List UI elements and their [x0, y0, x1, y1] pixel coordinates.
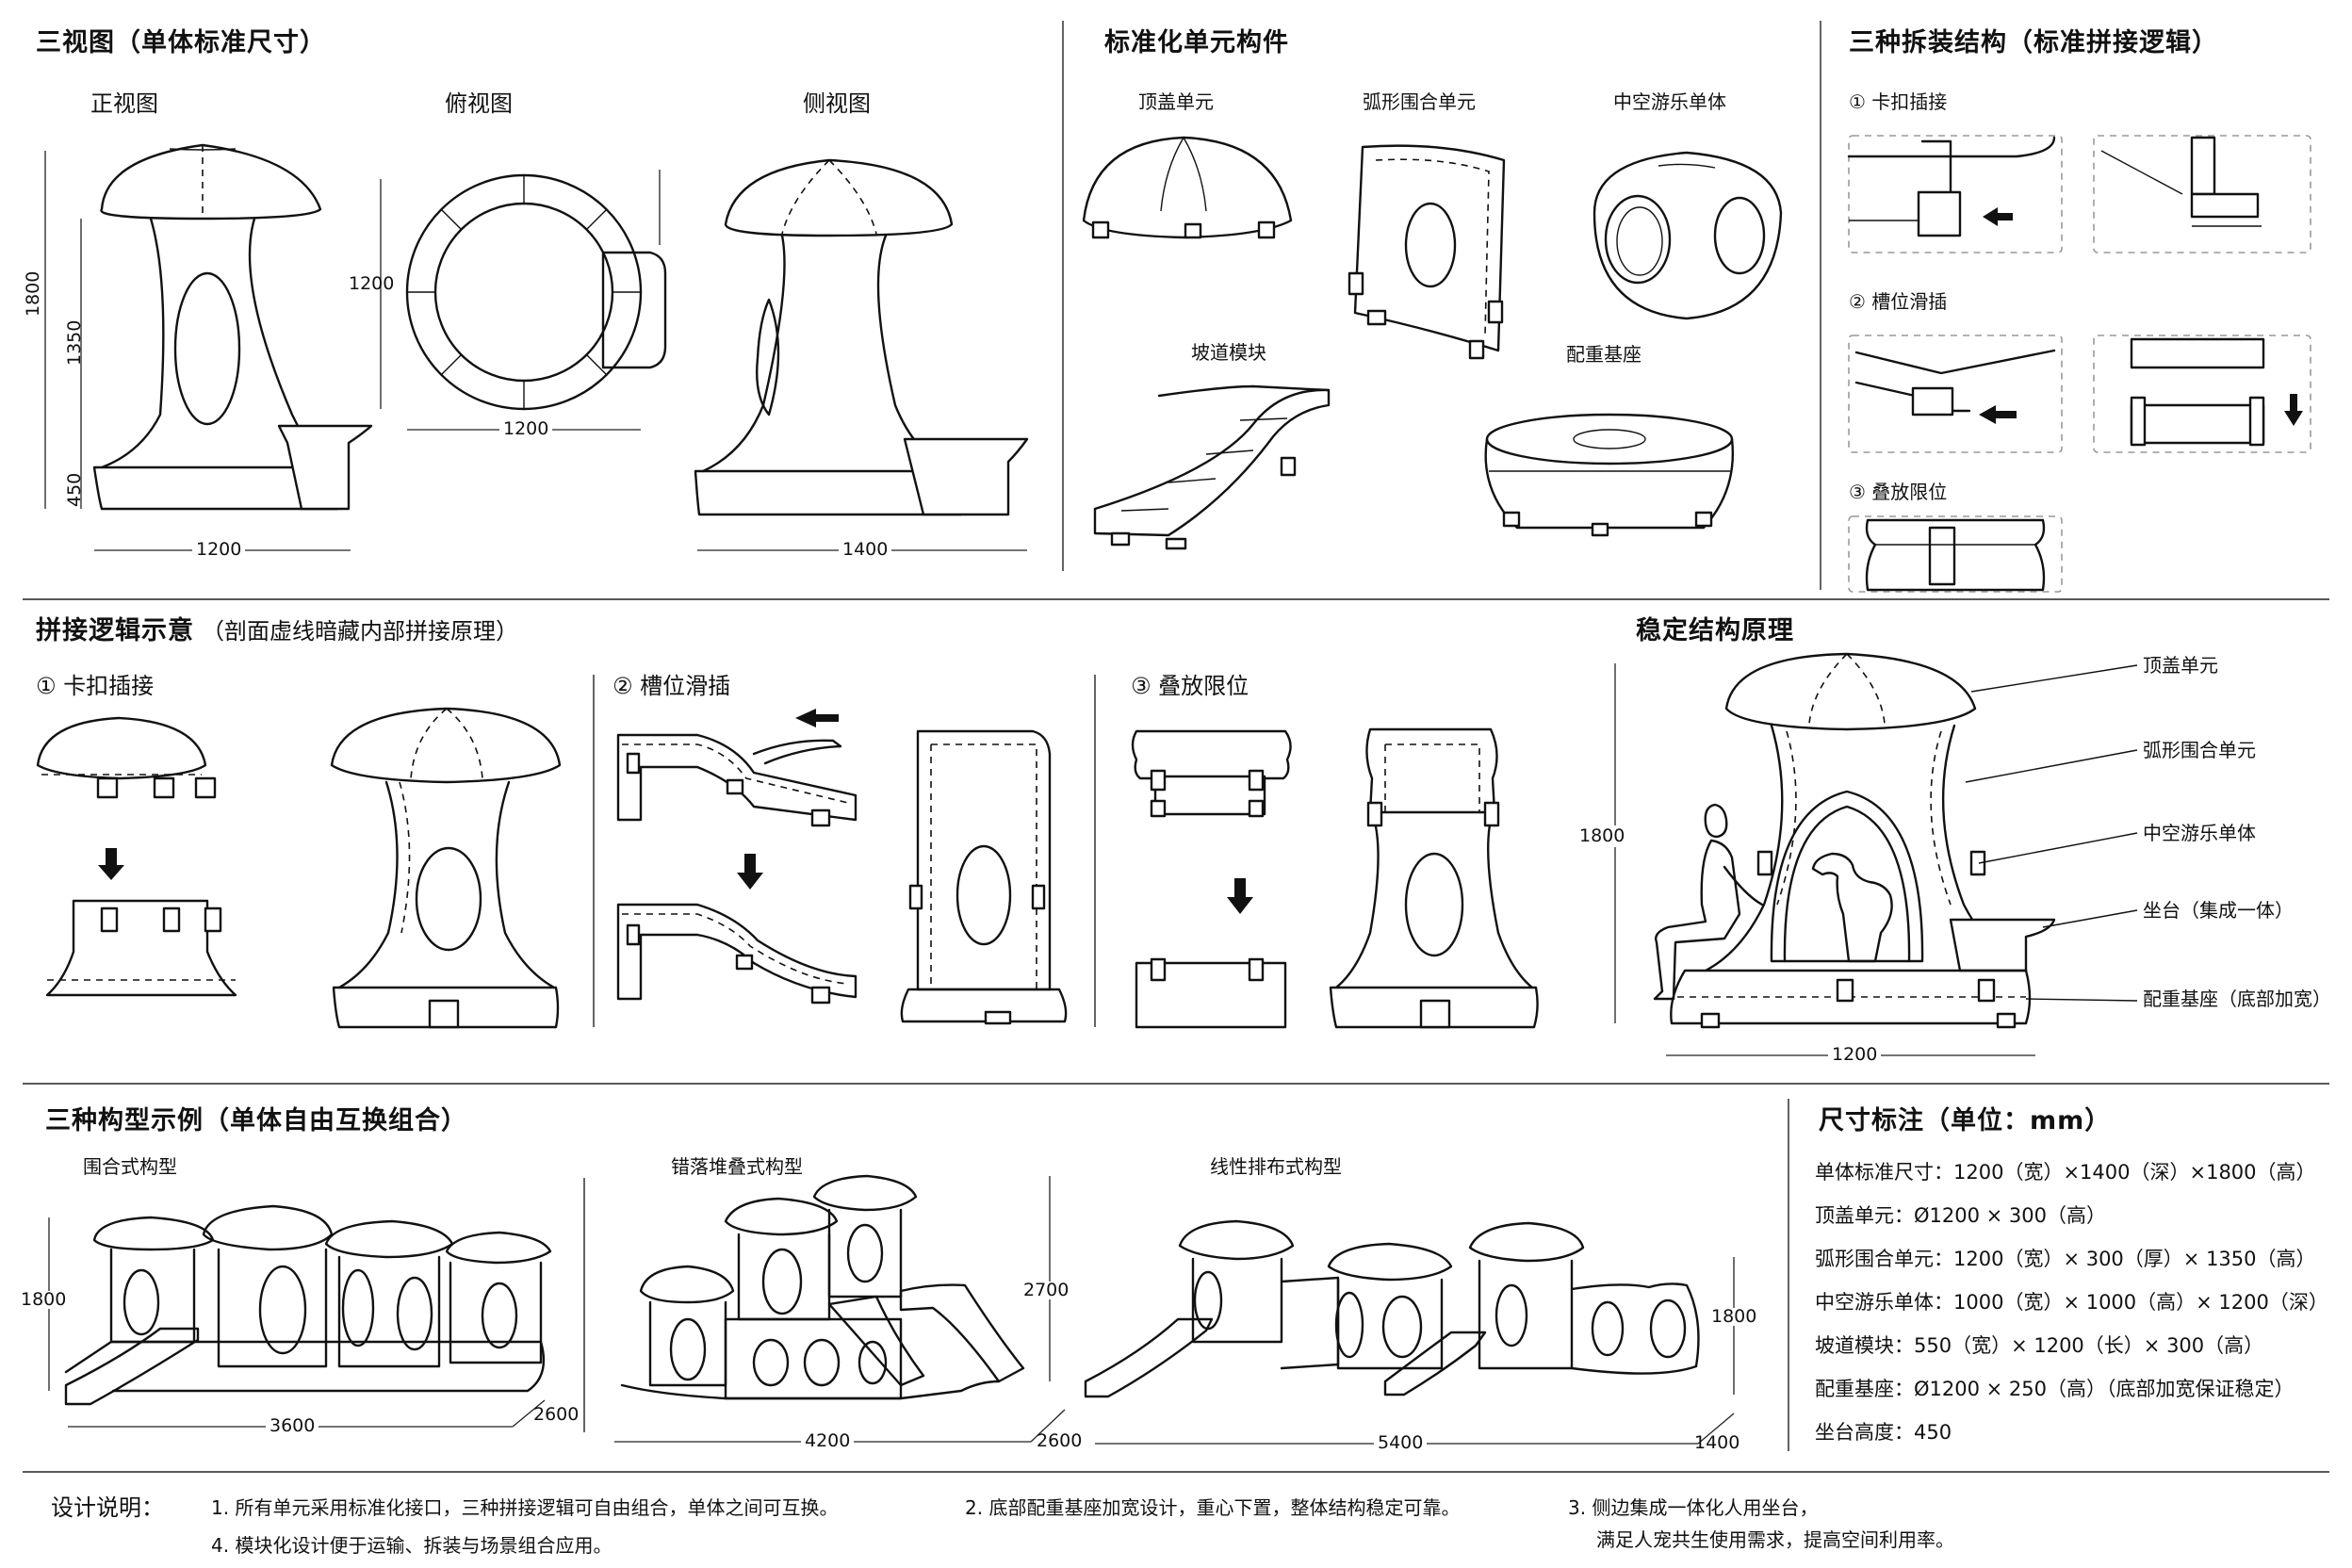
config-enclosed-depth: 2600: [533, 1404, 580, 1425]
joint-snap-frames: [1847, 135, 2311, 253]
spec-item: 配重基座：Ø1200 × 250（高）（底部加宽保证稳定）: [1815, 1378, 2295, 1400]
unit-hollow-drawing: [1592, 151, 1783, 320]
front-view-label: 正视图: [90, 90, 158, 117]
unit-roof-label: 顶盖单元: [1138, 90, 1214, 113]
three-view-title: 三视图（单体标准尺寸）: [36, 28, 326, 57]
side-view-label: 侧视图: [803, 90, 871, 117]
joint-stack-frame: [1848, 515, 2063, 593]
logic-stack-label: ③ 叠放限位: [1131, 673, 1250, 699]
top-view-label: 俯视图: [445, 90, 513, 117]
unit-hollow-label: 中空游乐单体: [1613, 90, 1726, 113]
stable-title: 稳定结构原理: [1636, 616, 1794, 645]
dim-front-height-1800: 1800: [23, 270, 43, 317]
logic-subtitle: （剖面虚线暗藏内部拼接原理）: [202, 618, 518, 645]
note-1: 1. 所有单元采用标准化接口，三种拼接逻辑可自由组合，单体之间可互换。: [211, 1496, 839, 1519]
joint-slot-frames: [1848, 335, 2311, 453]
stable-label-seat: 坐台（集成一体）: [2143, 899, 2294, 922]
joint-snap-label: ① 卡扣插接: [1849, 90, 1948, 113]
spec-item: 坡道模块：550（宽）× 1200（长）× 300（高）: [1815, 1334, 2264, 1357]
unit-arc-wall-drawing: [1348, 144, 1506, 360]
specs-title: 尺寸标注（单位：mm）: [1819, 1106, 2112, 1135]
spec-item: 坐台高度：450: [1815, 1421, 1952, 1444]
dim-side-width: 1400: [839, 541, 892, 559]
note-3b: 满足人宠共生使用需求，提高空间利用率。: [1596, 1528, 1954, 1551]
config-enclosed-width: 3600: [266, 1417, 319, 1435]
logic-snap-drawing: [36, 707, 562, 1029]
top-view-drawing: [405, 173, 667, 411]
units-title: 标准化单元构件: [1104, 28, 1289, 57]
config-linear-width: 5400: [1374, 1434, 1428, 1452]
spec-item: 顶盖单元：Ø1200 × 300（高）: [1815, 1204, 2107, 1227]
note-3a: 3. 侧边集成一体化人用坐台，: [1568, 1496, 1819, 1519]
stable-label-base: 配重基座（底部加宽）: [2143, 988, 2331, 1010]
joints-title: 三种拆装结构（标准拼接逻辑）: [1849, 28, 2218, 57]
stable-dim-height: 1800: [1579, 825, 1625, 847]
config-staggered-drawing: [620, 1174, 1025, 1400]
notes-title: 设计说明：: [51, 1494, 164, 1521]
unit-ramp-label: 坡道模块: [1191, 341, 1266, 364]
config-linear-drawing: [1084, 1219, 1700, 1398]
logic-title: 拼接逻辑示意: [36, 616, 194, 645]
config-linear-height: 1800: [1711, 1306, 1757, 1327]
config-enclosed-drawing: [64, 1204, 552, 1406]
config-staggered-width: 4200: [801, 1432, 855, 1450]
joint-stack-label: ③ 叠放限位: [1849, 481, 1948, 503]
logic-slot-label: ② 槽位滑插: [612, 673, 731, 699]
config-staggered-height: 2700: [1023, 1280, 1070, 1300]
config-staggered-label: 错落堆叠式构型: [671, 1155, 803, 1178]
config-staggered-depth: 2600: [1037, 1430, 1083, 1451]
note-4: 4. 模块化设计便于运输、拆装与场景组合应用。: [211, 1534, 612, 1557]
stable-dim-width: 1200: [1828, 1046, 1882, 1064]
spec-item: 单体标准尺寸：1200（宽）×1400（深）×1800（高）: [1815, 1161, 2316, 1184]
dim-front-height-1350: 1350: [64, 319, 85, 366]
config-linear-label: 线性排布式构型: [1210, 1155, 1342, 1178]
unit-base-label: 配重基座: [1566, 343, 1642, 366]
front-view-drawing: [92, 143, 373, 511]
unit-roof-drawing: [1082, 136, 1293, 239]
stable-label-hollow: 中空游乐单体: [2143, 822, 2256, 844]
note-2: 2. 底部配重基座加宽设计，重心下置，整体结构稳定可靠。: [965, 1496, 1461, 1519]
config-linear-depth: 1400: [1694, 1432, 1740, 1453]
configs-title: 三种构型示例（单体自由互换组合）: [45, 1106, 467, 1135]
config-enclosed-label: 围合式构型: [83, 1155, 177, 1178]
dim-top-width: 1200: [499, 420, 553, 438]
spec-item: 弧形围合单元：1200（宽）× 300（厚）× 1350（高）: [1815, 1248, 2316, 1270]
stable-label-roof: 顶盖单元: [2143, 654, 2218, 677]
stable-label-arc: 弧形围合单元: [2143, 739, 2256, 761]
unit-arc-wall-label: 弧形围合单元: [1363, 90, 1476, 113]
logic-slot-drawing: [616, 709, 1068, 1025]
logic-snap-label: ① 卡扣插接: [36, 673, 155, 699]
unit-ramp-drawing: [1093, 384, 1331, 550]
spec-item: 中空游乐单体：1000（宽）× 1000（高）× 1200（深）: [1815, 1291, 2328, 1314]
side-view-drawing: [694, 158, 1029, 516]
joint-slot-label: ② 槽位滑插: [1849, 290, 1948, 313]
dim-front-width: 1200: [192, 541, 246, 559]
config-enclosed-height: 1800: [21, 1289, 67, 1310]
unit-base-drawing: [1484, 413, 1734, 537]
dim-top-height: 1200: [349, 273, 395, 294]
dim-front-height-450: 450: [64, 472, 85, 507]
logic-stack-drawing: [1131, 727, 1539, 1029]
stable-structure-drawing: [1653, 652, 2056, 1029]
